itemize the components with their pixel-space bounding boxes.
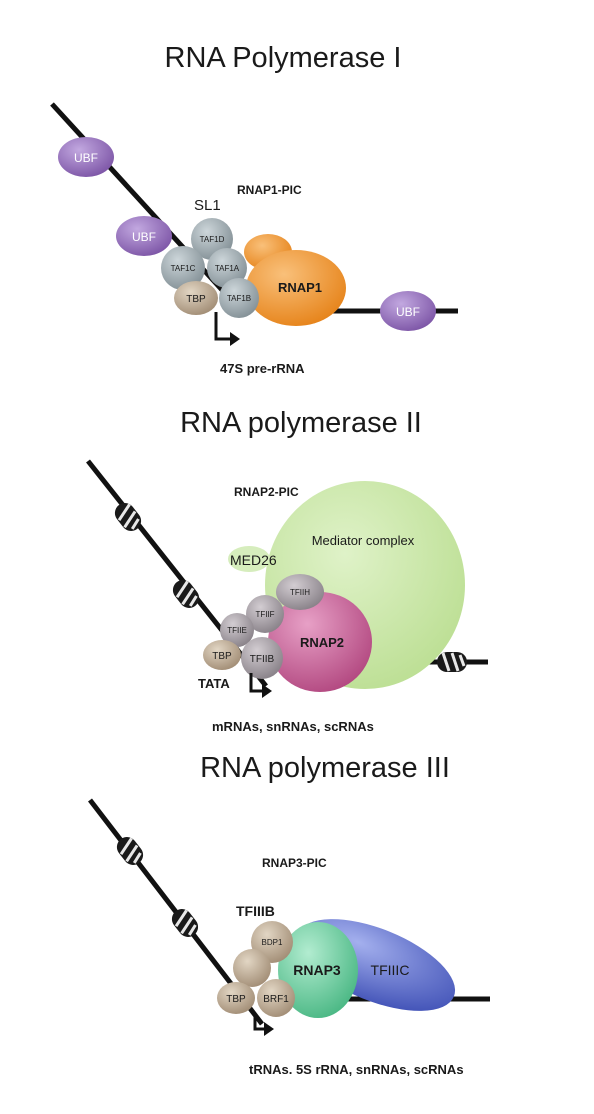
pol2-tata-label: TATA (198, 676, 230, 691)
pol2-tfiih-label: TFIIH (290, 588, 310, 597)
pol2-med26-label: MED26 (230, 552, 277, 568)
pol1-tbp-label: TBP (186, 294, 206, 305)
pol2-title: RNA polymerase II (180, 407, 422, 439)
pol3-rnap3: RNAP3 (278, 922, 358, 1018)
pol1-ubf-3-label: UBF (396, 305, 420, 319)
pol1-rnap1: RNAP1 (244, 234, 346, 326)
pol3-tss-arrowhead-icon (264, 1022, 274, 1036)
pol1-ubf-2: UBF (116, 216, 172, 256)
pol3-tss-arrow-icon (253, 1014, 266, 1031)
pol2-product-label: mRNAs, snRNAs, scRNAs (212, 719, 374, 734)
pol2-tfiie-label: TFIIE (227, 626, 247, 635)
pol1-ubf-1-label: UBF (74, 151, 98, 165)
pol3-tbp: TBP (217, 982, 255, 1014)
pol3-complex-label: RNAP3-PIC (262, 856, 327, 870)
pol3-brf1-label: BRF1 (263, 994, 289, 1005)
pol2-tfiib-label: TFIIB (250, 654, 275, 665)
pol3-tfiiic-label: TFIIIC (371, 962, 410, 978)
pol2-med26: MED26 (228, 546, 277, 572)
pol3-bdp1-label: BDP1 (262, 938, 283, 947)
pol1-sl1-label: SL1 (194, 197, 221, 214)
pol3-brf1: BRF1 (257, 979, 295, 1017)
pol1-rnap1-label: RNAP1 (278, 280, 322, 295)
pol1-taf1a-label: TAF1A (215, 264, 240, 273)
pol1-ubf-1: UBF (58, 137, 114, 177)
pol3-rnap3-label: RNAP3 (293, 962, 341, 978)
pol1-taf1b-label: TAF1B (227, 294, 251, 303)
pol2-nucleosome-3 (435, 650, 469, 674)
pol2-tfiih: TFIIH (276, 574, 324, 610)
pol2-mediator-label: Mediator complex (312, 533, 415, 548)
panel-pol3: RNA polymerase III RNAP3-PIC TFIIIC RNAP… (88, 752, 490, 1077)
pol1-complex-label: RNAP1-PIC (237, 183, 302, 197)
pol1-title: RNA Polymerase I (165, 42, 402, 74)
panel-pol2: RNA polymerase II RNAP2-PIC Mediator com… (86, 407, 488, 734)
pol2-tbp: TBP (203, 640, 241, 670)
pol1-tss-arrow-icon (214, 312, 232, 341)
pol2-tfiie: TFIIE (220, 613, 254, 647)
pol2-tfiif-label: TFIIF (255, 610, 274, 619)
pol3-title: RNA polymerase III (200, 752, 450, 784)
pol3-tbp-label: TBP (226, 994, 246, 1005)
pol2-complex-label: RNAP2-PIC (234, 485, 299, 499)
pol2-tfiif: TFIIF (246, 595, 284, 633)
pol2-rnap2: RNAP2 (268, 592, 372, 692)
pol3-tfiiib-subunit (233, 949, 271, 987)
pol1-taf1b: TAF1B (219, 278, 259, 318)
pol2-tbp-label: TBP (212, 651, 232, 662)
pol1-product-label: 47S pre-rRNA (220, 361, 305, 376)
pol2-nucleosome-2 (167, 574, 205, 614)
pol1-taf1c: TAF1C (161, 246, 205, 290)
pol3-product-label: tRNAs. 5S rRNA, snRNAs, scRNAs (249, 1062, 464, 1077)
pol1-tss-arrowhead-icon (230, 332, 240, 346)
pol1-taf1d-label: TAF1D (200, 235, 225, 244)
pol1-ubf-2-label: UBF (132, 230, 156, 244)
panel-pol1: RNA Polymerase I UBF UBF UBF SL1 RNAP1-P… (50, 42, 458, 376)
pol2-tfiib: TFIIB (241, 637, 283, 679)
pol1-tbp: TBP (174, 281, 218, 315)
pol3-tfiiib-label: TFIIIB (236, 903, 275, 919)
pol1-taf1a: TAF1A (207, 248, 247, 288)
pol2-tss-arrow-icon (249, 673, 264, 693)
pol2-tss-arrowhead-icon (262, 684, 272, 698)
pol2-rnap2-label: RNAP2 (300, 635, 344, 650)
pol1-taf1c-label: TAF1C (171, 264, 196, 273)
pol1-ubf-3: UBF (380, 291, 436, 331)
